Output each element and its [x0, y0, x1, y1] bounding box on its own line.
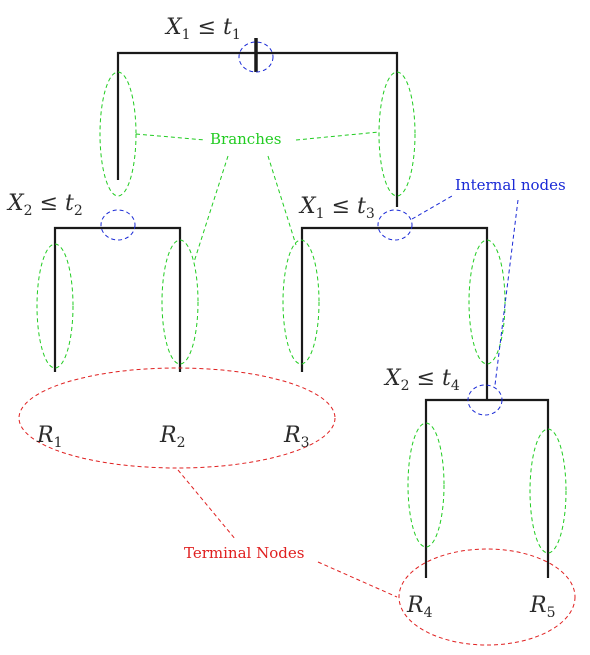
- terminal-node-highlights: [18, 367, 576, 646]
- terminal-leader-line: [317, 561, 398, 598]
- split-label-right: X1 ≤ t3: [298, 194, 375, 222]
- split-label-left: X2 ≤ t2: [6, 191, 83, 219]
- leaf-label-r4: R4: [406, 593, 433, 621]
- terminal-nodes-ellipse-right: [398, 548, 576, 646]
- internal-node-circle: [467, 384, 503, 416]
- bottom-split-bar: [424, 398, 550, 578]
- left-split-bar: [53, 226, 182, 372]
- terminal-nodes-ellipse-left: [18, 367, 336, 469]
- internal-node-leader-line: [411, 195, 453, 220]
- tree-structure: [53, 38, 550, 578]
- branch-highlights: [36, 71, 567, 554]
- branch-leader-lines: [135, 131, 380, 263]
- branches-label: Branches: [210, 130, 281, 148]
- internal-node-circle: [100, 209, 136, 241]
- branch-ellipse: [36, 243, 74, 369]
- branch-leader-line: [267, 155, 297, 246]
- internal-node-leader-line: [494, 199, 519, 386]
- branch-ellipse: [378, 71, 416, 197]
- split-label-root: X1 ≤ t1: [164, 15, 241, 43]
- split-labels: X1 ≤ t1 X2 ≤ t2 X1 ≤ t3 X2 ≤ t4: [6, 15, 460, 394]
- internal-node-highlights: [100, 41, 519, 416]
- branch-ellipse: [529, 428, 567, 554]
- leaf-label-r1: R1: [36, 423, 63, 451]
- branch-leader-line: [295, 131, 380, 141]
- right-split-bar: [300, 226, 489, 400]
- split-label-bottom: X2 ≤ t4: [383, 366, 460, 394]
- internal-node-circle: [377, 209, 413, 241]
- branch-ellipse: [282, 239, 320, 365]
- terminal-leader-line: [177, 469, 237, 541]
- terminal-nodes-label: Terminal Nodes: [184, 544, 304, 562]
- branch-ellipse: [407, 422, 445, 548]
- internal-nodes-label: Internal nodes: [455, 176, 566, 194]
- leaf-label-r5: R5: [529, 593, 556, 621]
- branch-leader-line: [193, 155, 229, 263]
- branch-ellipse: [161, 239, 199, 365]
- branch-ellipse: [468, 239, 506, 365]
- leaf-label-r2: R2: [159, 423, 186, 451]
- leaf-label-r3: R3: [283, 423, 310, 451]
- internal-node-circle: [238, 41, 274, 73]
- branch-leader-line: [135, 133, 206, 141]
- leaf-labels: R1 R2 R3 R4 R5: [36, 423, 556, 621]
